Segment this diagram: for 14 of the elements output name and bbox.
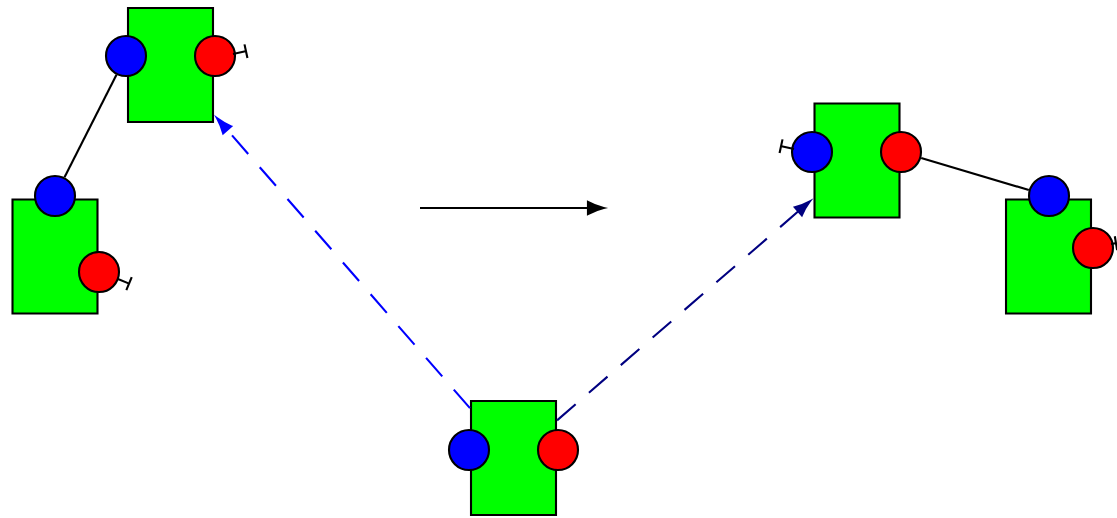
connector bbox=[63, 74, 118, 178]
connector bbox=[216, 117, 471, 409]
port-circle bbox=[33, 174, 77, 218]
connector bbox=[920, 157, 1030, 192]
port-circle bbox=[104, 34, 148, 78]
connector bbox=[556, 200, 811, 422]
port-circle bbox=[1071, 226, 1115, 270]
port-circle bbox=[77, 250, 121, 294]
port-circle bbox=[536, 428, 580, 472]
port-circle bbox=[1027, 174, 1071, 218]
port-circle bbox=[790, 130, 834, 174]
port-circle bbox=[193, 34, 237, 78]
port-circle bbox=[879, 130, 923, 174]
port-circle bbox=[447, 428, 491, 472]
